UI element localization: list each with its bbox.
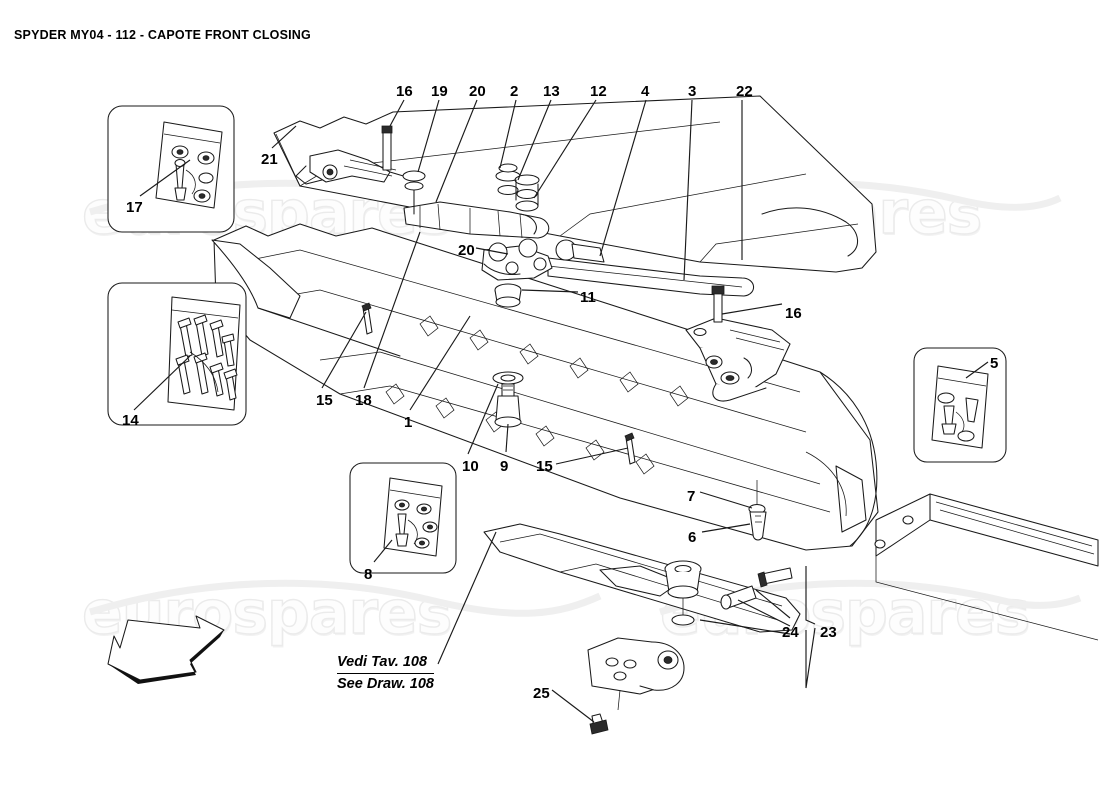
page-title: SPYDER MY04 - 112 - CAPOTE FRONT CLOSING [14,28,311,42]
callout-20-c20a: 20 [469,83,486,100]
callout-9-c9: 9 [500,458,509,475]
vertical-bolt-part-19 [381,125,426,215]
callout-19-c19: 19 [431,83,448,100]
callout-15-c15b: 15 [536,458,553,475]
note-line-italian: Vedi Tav. 108 [337,652,434,675]
callout-20-c20b: 20 [458,242,475,259]
callout-15-c15a: 15 [316,392,333,409]
callout-1-c1: 1 [404,414,413,431]
mushroom-grommet [664,560,702,626]
callout-3-c3: 3 [688,83,697,100]
hinge-bracket-part-25 [587,637,685,735]
torsion-bar-assembly [295,149,550,239]
inset-box-5 [913,347,1007,463]
inset-box-8 [349,462,457,574]
callout-6-c6: 6 [688,529,697,546]
callout-16-c16b: 16 [785,305,802,322]
callout-12-c12: 12 [590,83,607,100]
bolt-spacer-part-24 [720,567,793,610]
callout-18-c18: 18 [355,392,372,409]
callout-4-c4: 4 [641,83,650,100]
callout-8-c8: 8 [364,566,373,583]
inset-box-14 [107,282,247,426]
callout-7-c7: 7 [687,488,696,505]
note-line-english: See Draw. 108 [337,676,434,693]
leader-lines [133,99,989,723]
callout-21-c21: 21 [261,151,278,168]
bush-stud-part-9 [492,371,524,428]
ball-joint-bracket [481,238,605,308]
callout-24-c24: 24 [782,624,799,641]
callout-22-c22: 22 [736,83,753,100]
callout-16-c16a: 16 [396,83,413,100]
right-side-guide-rail [874,493,1099,641]
rubber-buffer-part-6 [748,480,767,541]
callout-5-c5: 5 [990,355,999,372]
callout-23-c23: 23 [820,624,837,641]
inset-box-17 [107,105,235,233]
left-wing-flap [211,239,401,357]
washer-stack-column [495,163,540,212]
callout-13-c13: 13 [543,83,560,100]
callout-14-c14: 14 [122,412,139,429]
direction-arrow [107,615,225,684]
callout-17-c17: 17 [126,199,143,216]
callout-25-c25: 25 [533,685,550,702]
latch-mechanism-part-16 [685,285,791,402]
callout-11-c11: 11 [580,289,596,306]
callout-2-c2: 2 [510,83,519,100]
see-drawing-note: Vedi Tav. 108 See Draw. 108 [337,652,434,695]
front-bow-header-rail-part-1 [213,223,879,551]
rear-trim-panel-part-22 [273,95,877,273]
callout-10-c10: 10 [462,458,479,475]
